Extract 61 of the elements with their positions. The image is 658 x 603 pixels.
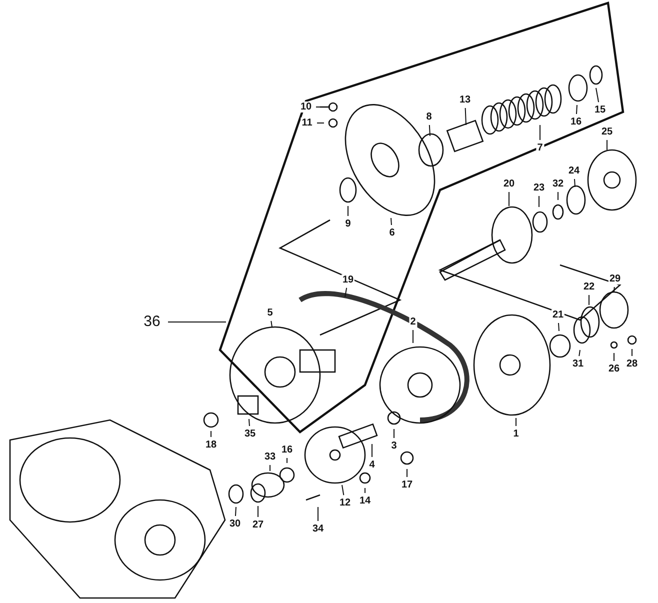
callout-number: 34 — [311, 524, 325, 534]
leader-line — [606, 140, 608, 150]
leader-line — [596, 88, 600, 103]
leader-line — [390, 218, 392, 226]
leader-line — [364, 488, 366, 494]
callout-number: 14 — [358, 496, 372, 506]
callout-number: 29 — [608, 274, 622, 284]
callout-number: 28 — [625, 358, 639, 370]
leader-line — [588, 294, 590, 306]
leader-line — [316, 106, 322, 108]
leader-line — [558, 322, 560, 332]
leader-line — [508, 192, 510, 206]
callout-number: 19 — [341, 274, 355, 286]
leader-line — [412, 330, 414, 344]
callout-number: 31 — [571, 358, 585, 370]
leader-line — [428, 124, 430, 136]
callout-number: 3 — [390, 440, 398, 452]
leader-line — [342, 484, 344, 496]
leader-line — [574, 178, 576, 188]
callout-number: 20 — [502, 178, 516, 190]
callout-number: 16 — [569, 116, 583, 128]
leader-line — [538, 196, 540, 208]
callout-number: 25 — [600, 126, 614, 138]
leader-line — [270, 320, 272, 328]
callout-number: 35 — [243, 428, 257, 440]
callout-number: 18 — [204, 440, 218, 450]
callout-number: 7 — [536, 142, 544, 154]
callout-number: 10 — [299, 102, 313, 112]
callout-number: 22 — [582, 282, 596, 292]
callout-number: 1 — [512, 428, 520, 440]
callout-number: 30 — [228, 518, 242, 530]
callout-number: 23 — [532, 182, 546, 194]
callout-number: 17 — [400, 480, 414, 490]
callout-number: 4 — [368, 460, 376, 470]
leader-line — [614, 286, 615, 292]
callout-number: 21 — [551, 310, 565, 320]
callout-number: 26 — [607, 364, 621, 374]
leader-line — [406, 468, 408, 478]
callout-number: 8 — [425, 112, 433, 122]
callout-number: 16 — [280, 444, 294, 456]
callout-number: 13 — [458, 94, 472, 106]
callout-number: 6 — [388, 228, 396, 238]
leader-line — [578, 350, 580, 357]
leader-line — [316, 122, 324, 124]
callout-number: 15 — [593, 104, 607, 116]
callout-number: 5 — [266, 308, 274, 318]
callout-number: 24 — [567, 166, 581, 176]
callout-number: 2 — [409, 316, 417, 328]
callout-number: 32 — [551, 178, 565, 190]
leader-line — [344, 287, 348, 298]
callout-number: 9 — [344, 218, 352, 230]
leader-line — [286, 458, 288, 464]
leader-line — [248, 418, 250, 427]
leader-line — [210, 430, 212, 438]
callout-number: 11 — [300, 118, 314, 128]
leader-line — [234, 506, 236, 517]
leader-line — [464, 108, 466, 126]
callout-number: 27 — [251, 520, 265, 530]
leader-line — [576, 104, 578, 115]
callout-number: 12 — [338, 498, 352, 508]
callout-number: 33 — [263, 452, 277, 462]
